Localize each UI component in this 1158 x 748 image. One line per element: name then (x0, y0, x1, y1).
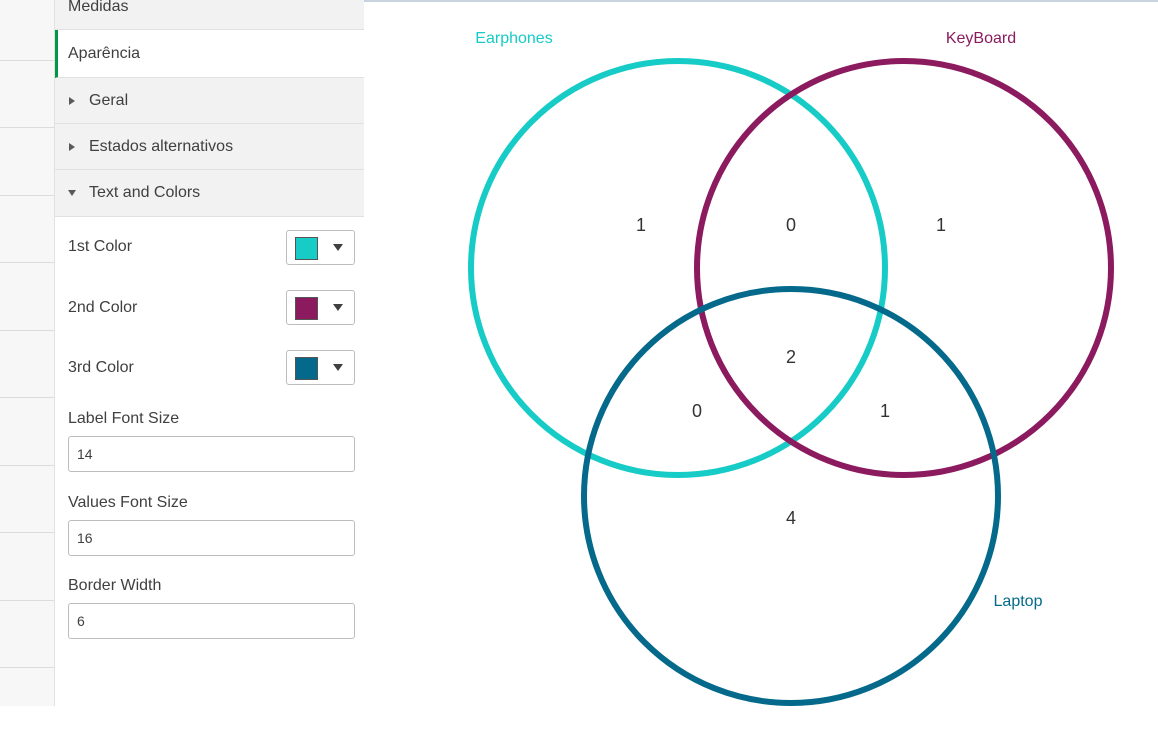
first-color-picker[interactable] (286, 230, 355, 265)
venn-value-keyboard-laptop: 1 (880, 401, 890, 421)
label-font-size-input[interactable] (68, 436, 355, 472)
section-measures[interactable]: Medidas (55, 0, 364, 30)
chart-top-border (364, 0, 1158, 2)
section-measures-label: Medidas (68, 0, 129, 15)
venn-label-keyboard: KeyBoard (946, 30, 1016, 47)
dropdown-caret-icon (333, 244, 343, 251)
third-color-swatch (295, 357, 318, 380)
second-color-label: 2nd Color (68, 299, 138, 316)
expand-right-icon (69, 142, 75, 151)
first-color-label: 1st Color (68, 238, 133, 255)
rail-divider (0, 127, 54, 128)
section-alternate-states[interactable]: Estados alternativos (55, 124, 364, 170)
rail-divider (0, 465, 54, 466)
expand-right-icon (69, 96, 75, 105)
rail-divider (0, 262, 54, 263)
section-appearance[interactable]: Aparência (55, 30, 364, 78)
second-color-swatch (295, 297, 318, 320)
venn-diagram: Earphones KeyBoard Laptop 1 0 1 2 0 1 4 (468, 30, 1114, 706)
section-general[interactable]: Geral (55, 78, 364, 124)
border-width-label: Border Width (68, 577, 162, 594)
dropdown-caret-icon (333, 304, 343, 311)
venn-value-earphones-only: 1 (636, 215, 646, 235)
venn-value-earphones-laptop: 0 (692, 401, 702, 421)
border-width-input[interactable] (68, 603, 355, 639)
collapse-down-icon (68, 190, 76, 196)
label-font-size-label: Label Font Size (68, 410, 180, 427)
third-color-label: 3rd Color (68, 359, 134, 376)
left-rail (0, 0, 55, 706)
rail-divider (0, 600, 54, 601)
rail-divider (0, 667, 54, 668)
rail-divider (0, 532, 54, 533)
second-color-picker[interactable] (286, 290, 355, 325)
section-text-and-colors-label: Text and Colors (89, 184, 201, 201)
venn-circle-keyboard (694, 58, 1114, 478)
section-general-label: Geral (89, 91, 129, 109)
values-font-size-label: Values Font Size (68, 494, 188, 511)
rail-divider (0, 60, 54, 61)
venn-value-keyboard-only: 1 (936, 215, 946, 235)
venn-label-laptop: Laptop (994, 593, 1043, 610)
rail-divider (0, 397, 54, 398)
section-alternate-states-label: Estados alternativos (89, 137, 234, 155)
dropdown-caret-icon (333, 364, 343, 371)
third-color-picker[interactable] (286, 350, 355, 385)
venn-circle-earphones (468, 58, 888, 478)
venn-value-laptop-only: 4 (786, 508, 796, 528)
section-appearance-label: Aparência (68, 44, 141, 62)
venn-value-earphones-keyboard: 0 (786, 215, 796, 235)
venn-label-earphones: Earphones (475, 30, 552, 47)
rail-divider (0, 195, 54, 196)
venn-circle-laptop (581, 286, 1001, 706)
venn-value-all-three: 2 (786, 347, 796, 367)
rail-divider (0, 330, 54, 331)
properties-panel: Medidas Aparência Geral Estados alternat… (55, 0, 364, 706)
first-color-swatch (295, 237, 318, 260)
section-text-and-colors[interactable]: Text and Colors (55, 170, 364, 217)
values-font-size-input[interactable] (68, 520, 355, 556)
